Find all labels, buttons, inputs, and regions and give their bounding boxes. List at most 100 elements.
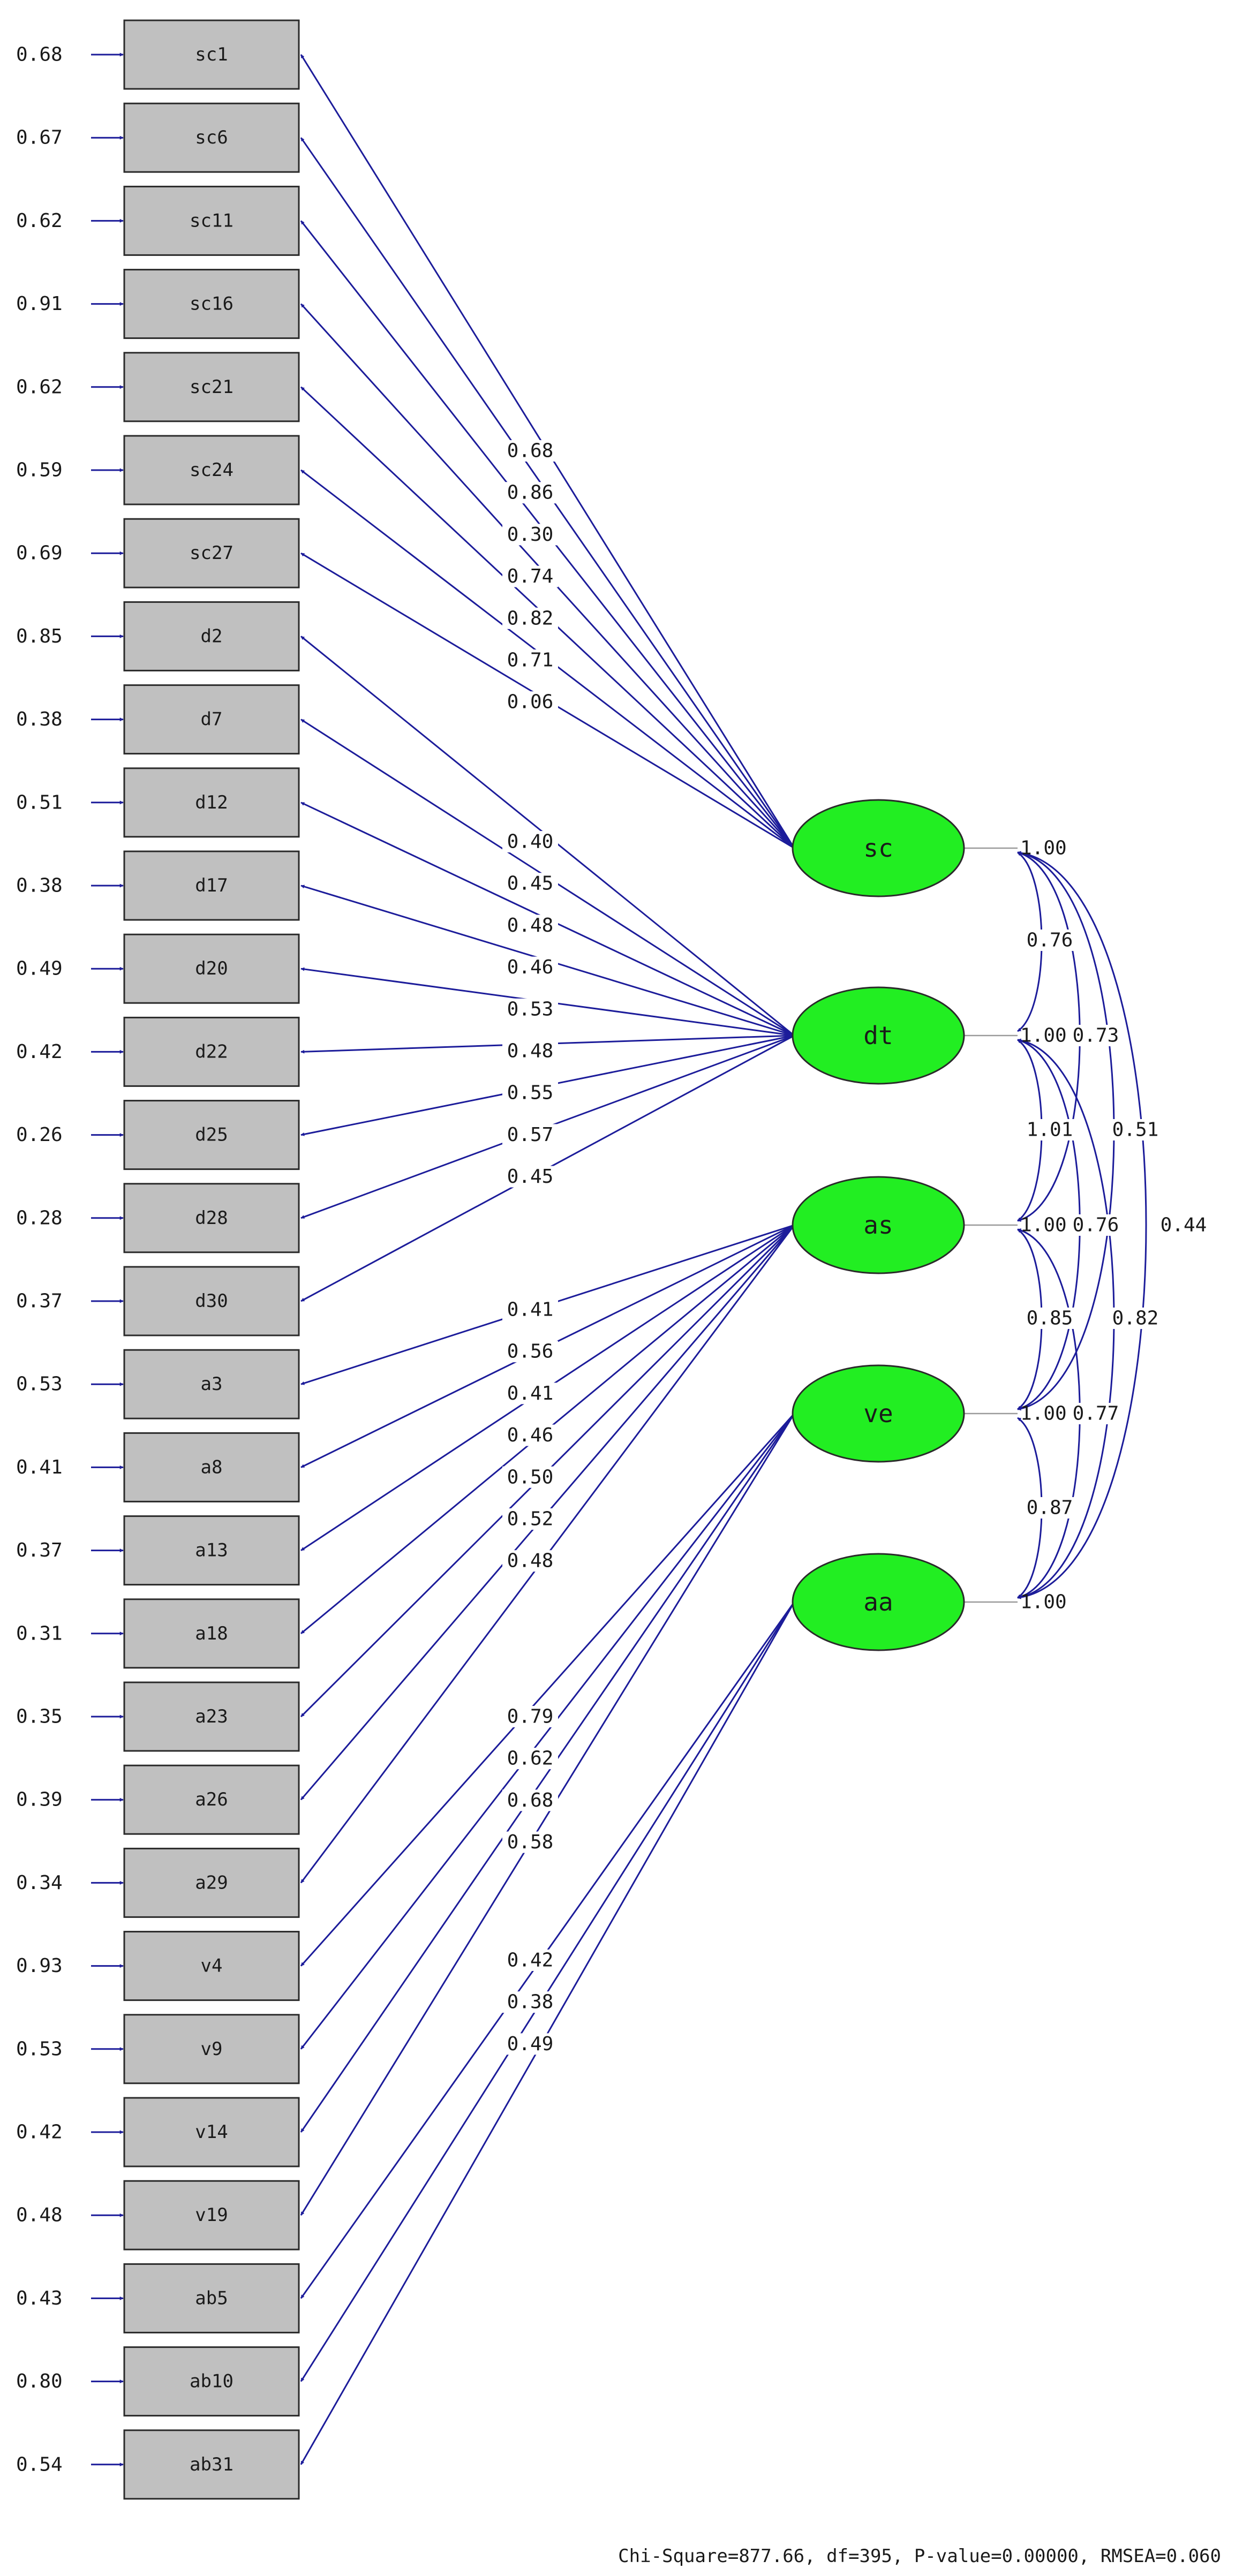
latent-factor: ve <box>792 1364 965 1463</box>
factor-loading-label: 0.46 <box>507 1424 554 1446</box>
loading-label-background <box>502 524 558 546</box>
latent-factor-label: aa <box>863 1588 893 1616</box>
observed-variable: a26 <box>123 1764 300 1835</box>
observed-variable: a29 <box>123 1847 300 1918</box>
latent-factor-ellipse <box>792 799 965 897</box>
error-variance-label: 0.42 <box>16 1041 63 1063</box>
observed-variable-label: ab5 <box>195 2287 228 2309</box>
factor-loading-label: 0.38 <box>507 1991 554 2013</box>
error-variance-label: 0.62 <box>16 210 63 232</box>
observed-variable-box <box>123 1016 300 1087</box>
factor-correlation-label: 0.51 <box>1112 1119 1159 1141</box>
factor-loading-label: 0.57 <box>507 1124 554 1146</box>
error-variance-label: 0.80 <box>16 2370 63 2392</box>
observed-variable-label: d30 <box>195 1290 228 1312</box>
error-variance-label: 0.31 <box>16 1622 63 1644</box>
factor-correlation-curve <box>1017 851 1147 1599</box>
observed-variable-label: a3 <box>201 1373 223 1395</box>
factor-loading-label: 0.45 <box>507 1166 554 1188</box>
loading-label-background <box>502 1991 558 2013</box>
latent-factor-ellipse <box>792 1176 965 1274</box>
loading-label-background <box>502 1550 558 1572</box>
loading-label-background <box>502 915 558 936</box>
factor-loading-path <box>300 1413 795 1967</box>
error-variance-label: 0.35 <box>16 1706 63 1728</box>
latent-factor: sc <box>792 799 965 897</box>
observed-variable: d20 <box>123 933 300 1004</box>
loading-label-background <box>502 956 558 978</box>
error-variance-label: 0.93 <box>16 1955 63 1977</box>
observed-variable-box <box>123 435 300 505</box>
factor-correlation-label: 0.77 <box>1073 1403 1119 1425</box>
observed-variable-label: v14 <box>195 2121 228 2143</box>
observed-variable-box <box>123 2180 300 2250</box>
observed-variable-label: sc16 <box>190 293 234 315</box>
error-variance-label: 0.48 <box>16 2204 63 2226</box>
factor-loading-label: 0.82 <box>507 607 554 629</box>
observed-variable-label: sc27 <box>190 542 234 564</box>
loading-label-background <box>502 1383 558 1404</box>
observed-variable: d25 <box>123 1100 300 1170</box>
observed-variable-label: sc11 <box>190 210 234 231</box>
observed-variable-label: v19 <box>195 2204 228 2226</box>
observed-variable-box <box>123 518 300 588</box>
observed-variable-box <box>123 1515 300 1586</box>
observed-variable-box <box>123 1266 300 1336</box>
observed-variables-layer: sc1sc6sc11sc16sc21sc24sc27d2d7d12d17d20d… <box>123 19 300 2500</box>
observed-variable-label: d17 <box>195 875 228 896</box>
observed-variable-box <box>123 1764 300 1835</box>
observed-variable-label: sc6 <box>195 127 228 148</box>
factor-loading-label: 0.55 <box>507 1082 554 1104</box>
loading-label-background <box>502 1082 558 1104</box>
latent-factor-ellipse <box>792 1553 965 1651</box>
correlation-label-background <box>1108 1308 1163 1329</box>
factor-loading-label: 0.86 <box>507 482 554 504</box>
error-variance-label: 0.34 <box>16 1872 63 1894</box>
factor-loading-label: 0.45 <box>507 873 554 895</box>
latent-factor-ellipse <box>792 986 965 1085</box>
loading-label-background <box>502 831 558 852</box>
loading-label-background <box>502 1341 558 1363</box>
latent-factor-label: dt <box>863 1021 893 1050</box>
observed-variable: sc11 <box>123 185 300 256</box>
observed-variable-box <box>123 1349 300 1419</box>
error-variance-label: 0.69 <box>16 542 63 564</box>
loading-label-background <box>502 691 558 713</box>
factor-loading-label: 0.46 <box>507 956 554 978</box>
observed-variable: sc21 <box>123 352 300 422</box>
latent-factor-label: sc <box>863 834 893 863</box>
loading-label-background <box>502 649 558 671</box>
latent-factor: as <box>792 1176 965 1274</box>
factor-loading-label: 0.68 <box>507 440 554 462</box>
error-variance-label: 0.38 <box>16 708 63 730</box>
error-variance-label: 0.42 <box>16 2121 63 2143</box>
factor-correlation-label: 0.87 <box>1027 1497 1073 1519</box>
loading-label-background <box>502 1124 558 1146</box>
observed-variable: d28 <box>123 1183 300 1253</box>
factor-loading-label: 0.48 <box>507 1550 554 1572</box>
observed-variable-box <box>123 19 300 90</box>
observed-variable-box <box>123 2346 300 2417</box>
loading-label-background <box>502 873 558 895</box>
factor-variance-label: 1.00 <box>1020 837 1067 859</box>
observed-variable-label: d12 <box>195 792 228 813</box>
observed-variable-box <box>123 601 300 671</box>
factor-correlation-label: 0.76 <box>1073 1214 1119 1236</box>
observed-variable-box <box>123 684 300 755</box>
observed-variable: a3 <box>123 1349 300 1419</box>
loading-label-background <box>502 998 558 1020</box>
observed-variable: sc27 <box>123 518 300 588</box>
observed-variable: a23 <box>123 1681 300 1752</box>
factor-loading-label: 0.40 <box>507 831 554 853</box>
loading-label-background <box>502 565 558 587</box>
observed-variable-box <box>123 767 300 838</box>
observed-variable-box <box>123 352 300 422</box>
observed-variable-label: d28 <box>195 1207 228 1229</box>
error-variance-label: 0.67 <box>16 127 63 149</box>
observed-variable: d22 <box>123 1016 300 1087</box>
factor-loading-label: 0.53 <box>507 998 554 1020</box>
observed-variable: a8 <box>123 1432 300 1502</box>
factor-correlation-label: 0.44 <box>1161 1214 1207 1236</box>
observed-variable-label: d25 <box>195 1124 228 1146</box>
observed-variable-label: a29 <box>195 1872 228 1893</box>
